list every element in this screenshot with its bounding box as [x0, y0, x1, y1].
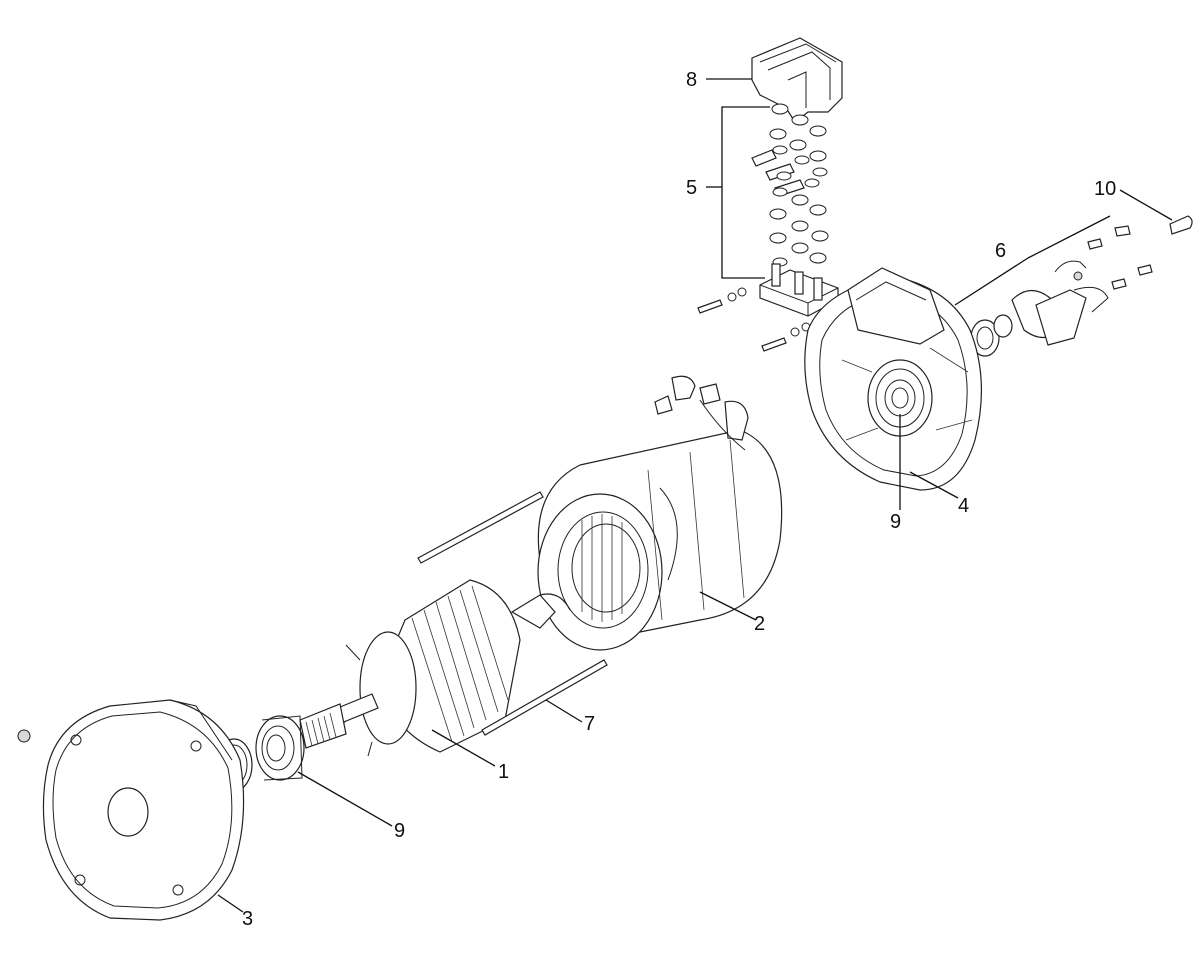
leader-4 — [909, 471, 959, 499]
leader-9-front — [297, 771, 393, 827]
callout-8: 8 — [686, 69, 697, 91]
part-6-brush-holder — [970, 225, 1153, 357]
part-1-rotor — [299, 579, 571, 757]
part-3-front-end-shield — [17, 699, 245, 921]
callout-4: 4 — [958, 495, 969, 517]
callout-9-rear: 9 — [890, 511, 901, 533]
leader-2 — [699, 591, 757, 621]
callout-3: 3 — [242, 908, 253, 930]
callout-2: 2 — [754, 613, 765, 635]
leader-6b — [1027, 215, 1111, 259]
part-4-rear-end-shield — [804, 267, 983, 491]
callout-10: 10 — [1094, 178, 1116, 200]
leader-6a — [954, 257, 1029, 306]
callout-7: 7 — [584, 713, 595, 735]
part-5-terminal-hardware — [697, 103, 839, 352]
callout-1: 1 — [498, 761, 509, 783]
part-10-pin — [1169, 215, 1193, 235]
callout-9-front: 9 — [394, 820, 405, 842]
leader-3 — [217, 894, 244, 913]
callout-6: 6 — [995, 240, 1006, 262]
leader-7 — [545, 699, 583, 723]
leader-lines — [217, 78, 1173, 913]
callout-labels: 8 5 10 6 4 9 2 7 1 9 3 — [242, 69, 1116, 930]
part-2-stator — [537, 375, 783, 651]
leader-1 — [431, 729, 496, 767]
part-7-tie-rods — [417, 491, 608, 736]
callout-5: 5 — [686, 177, 697, 199]
leader-10 — [1119, 189, 1173, 221]
part-8-terminal-cover — [751, 37, 843, 123]
bracket-5 — [721, 106, 770, 279]
